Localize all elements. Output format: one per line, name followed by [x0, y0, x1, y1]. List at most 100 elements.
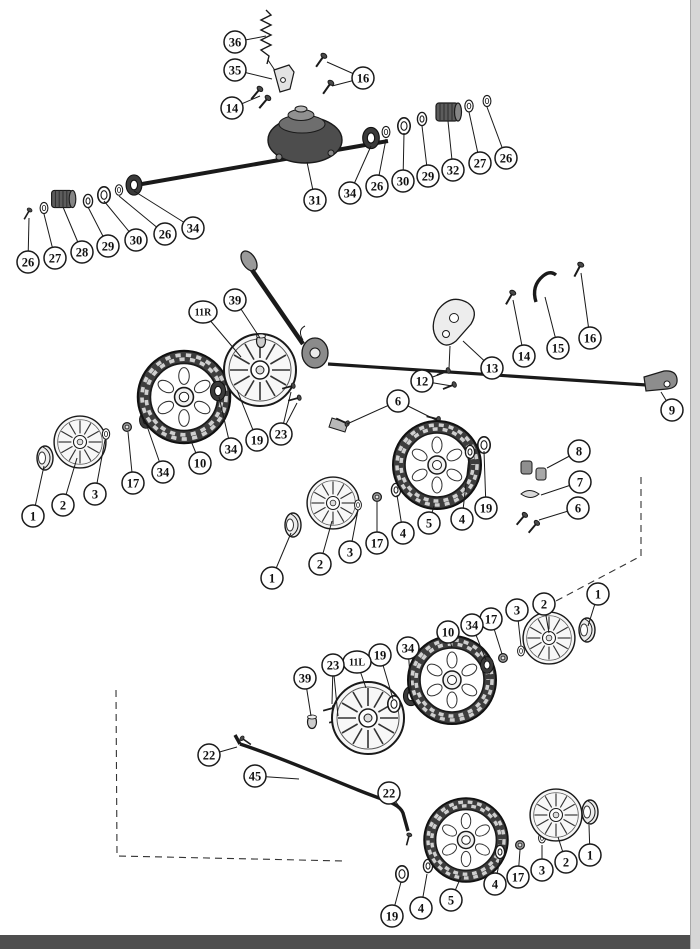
callout-balloon — [121, 471, 145, 495]
wheel-cover-part — [53, 415, 107, 469]
callout-19: 19 — [474, 450, 498, 520]
transmission-assembly — [21, 9, 492, 222]
housing-bolt — [327, 149, 335, 157]
callout-29: 29 — [416, 125, 440, 188]
callout-number: 22 — [383, 786, 396, 800]
callout-balloon — [494, 146, 518, 170]
callout-balloon — [512, 344, 536, 368]
callout-31: 31 — [303, 161, 327, 212]
callout-34: 34 — [460, 613, 487, 661]
callout-1: 1 — [586, 582, 610, 627]
callout-number: 6 — [395, 394, 401, 408]
callout-balloon — [365, 531, 389, 555]
tire-part — [406, 634, 498, 726]
callout-balloon — [568, 470, 592, 494]
callout-number: 1 — [30, 509, 36, 523]
parts-diagram: 3635161431342630293227262627282930263411… — [16, 9, 684, 928]
shoulder-bolt-part — [514, 839, 526, 851]
callout-number: 36 — [229, 35, 242, 49]
callout-number: 22 — [203, 748, 216, 762]
callout-balloon — [308, 552, 332, 576]
hubcap-part — [36, 445, 54, 471]
pinion-gear-part — [51, 189, 77, 209]
callout-16: 16 — [326, 61, 375, 90]
callout-2: 2 — [532, 592, 556, 634]
callout-number: 4 — [459, 512, 466, 526]
callout-number: 3 — [539, 863, 545, 877]
callout-number: 30 — [397, 174, 410, 188]
callout-number: 9 — [669, 403, 675, 417]
callout-balloon — [220, 96, 244, 120]
callout-6: 6 — [346, 389, 437, 425]
callout-4: 4 — [409, 873, 433, 920]
bushing-part — [535, 467, 547, 481]
callout-32: 32 — [441, 120, 465, 182]
callout-1: 1 — [260, 532, 292, 590]
callout-balloon — [321, 653, 345, 677]
callout-number: 4 — [418, 901, 425, 915]
callout-balloon — [417, 511, 441, 535]
callout-number: 45 — [249, 769, 262, 783]
callout-balloon — [51, 493, 75, 517]
callout-balloon — [474, 496, 498, 520]
callout-balloon — [219, 437, 243, 461]
callout-19: 19 — [368, 643, 394, 700]
callout-balloon — [506, 865, 530, 889]
callout-5: 5 — [439, 876, 463, 912]
callout-7: 7 — [540, 470, 592, 496]
bracket-hole — [280, 77, 286, 83]
callout-26: 26 — [16, 217, 40, 274]
callout-number: 23 — [327, 658, 340, 672]
callout-number: 28 — [76, 245, 89, 259]
callout-number: 1 — [269, 571, 275, 585]
page-right-margin — [690, 0, 700, 949]
callout-number: 14 — [518, 349, 531, 363]
callout-balloon — [243, 764, 267, 788]
callout-number: 17 — [127, 476, 140, 490]
match-line-right — [555, 477, 642, 602]
hubcap-part — [578, 617, 596, 643]
match-line-left — [115, 689, 346, 862]
shoulder-bolt-part — [498, 652, 508, 664]
callout-10: 10 — [188, 440, 212, 475]
callout-34: 34 — [338, 145, 372, 205]
callout-30: 30 — [103, 200, 148, 252]
callout-balloon — [181, 216, 205, 240]
callout-number: 34 — [157, 465, 170, 479]
callout-balloon — [483, 872, 507, 896]
callout-45: 45 — [243, 764, 300, 788]
bolt-part — [403, 831, 414, 847]
callout-number: 1 — [595, 587, 601, 601]
callout-number: 19 — [480, 501, 493, 515]
callout-number: 19 — [386, 909, 399, 923]
callout-balloon — [269, 422, 293, 446]
fork-hole — [663, 380, 671, 388]
callout-36: 36 — [223, 30, 267, 54]
callout-balloon — [70, 240, 94, 264]
callout-balloon — [151, 460, 175, 484]
bearing-part — [125, 174, 143, 196]
bolt-part — [312, 51, 329, 70]
tire-part — [422, 796, 510, 884]
callout-balloon — [460, 613, 484, 637]
boundary-lines — [115, 477, 642, 862]
wheel-cover-part — [306, 476, 360, 530]
callout-23: 23 — [321, 653, 345, 717]
rear-axle-rod-group — [233, 734, 414, 847]
callout-number: 34 — [225, 442, 238, 456]
callout-balloon — [546, 336, 570, 360]
bolt-part — [502, 288, 518, 307]
washer-part — [114, 184, 124, 196]
retaining-ring-part — [476, 435, 492, 455]
callout-number: 29 — [102, 239, 115, 253]
callout-15: 15 — [544, 296, 570, 360]
callout-balloon — [439, 888, 463, 912]
callout-number: 34 — [466, 618, 479, 632]
callout-number: 10 — [442, 625, 455, 639]
washer-part — [494, 844, 506, 860]
callout-39: 39 — [223, 288, 261, 339]
callout-balloon — [351, 66, 375, 90]
callout-balloon — [223, 288, 247, 312]
callout-number: 11R — [195, 308, 212, 319]
callout-balloon — [396, 636, 420, 660]
